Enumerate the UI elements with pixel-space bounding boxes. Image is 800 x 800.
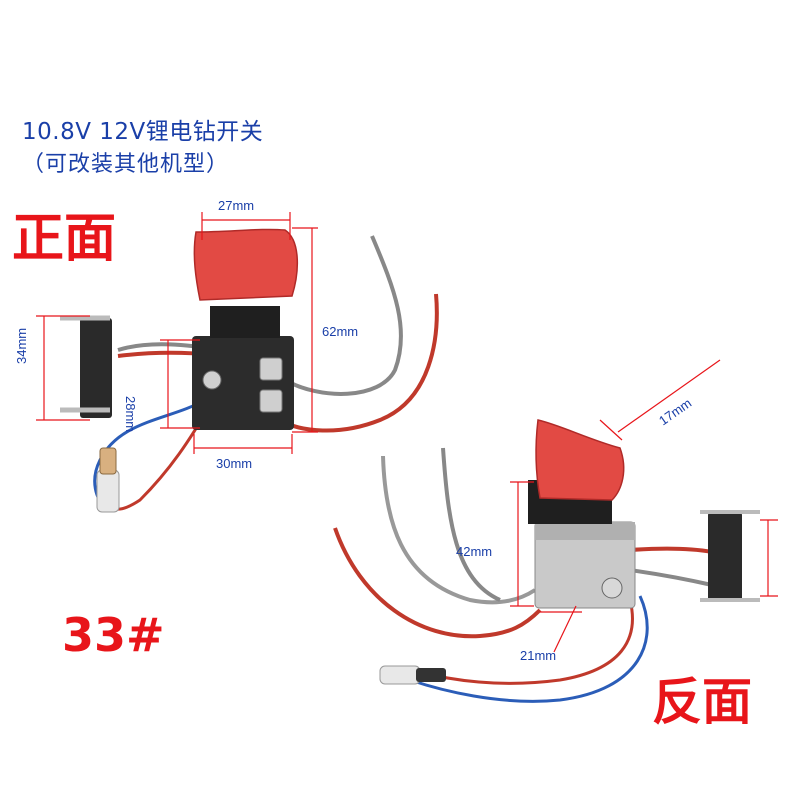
dimension-62mm: 62mm [322, 324, 359, 339]
dimension-21mm: 21mm [520, 648, 557, 663]
dimension-34mm: 34mm [14, 327, 29, 364]
back-trigger [535, 419, 625, 501]
front-trigger [193, 228, 299, 301]
front-view-label: 正面 [12, 208, 117, 269]
dimension-30mm: 30mm [216, 456, 253, 471]
front-switch [60, 228, 439, 513]
front-red-wire-right [278, 293, 439, 433]
dimension-27mm: 27mm [218, 198, 255, 213]
back-led-connector [416, 668, 446, 682]
dimension-lines [36, 212, 778, 653]
front-grey-wire [284, 235, 403, 396]
back-switch [333, 419, 760, 703]
back-blue-wire [409, 595, 649, 703]
dim-line-17 [617, 359, 721, 433]
back-grey-wire-right [629, 568, 713, 587]
back-view-label: 反面 [652, 672, 752, 731]
back-led [379, 665, 421, 685]
back-red-wire [333, 527, 542, 639]
back-screw [601, 577, 623, 599]
front-bracket [80, 318, 112, 418]
title-line-2: （可改装其他机型） [22, 152, 230, 177]
back-body-edge [535, 522, 635, 540]
model-number-label: 33# [62, 608, 165, 662]
back-red-wire-right [629, 546, 713, 554]
front-neck [210, 306, 280, 338]
front-screw [202, 370, 222, 390]
title-line-1: 10.8V 12V锂电钻开关 [22, 119, 264, 145]
dimension-28mm: 28mm [123, 396, 138, 433]
dimension-42mm: 42mm [456, 544, 493, 559]
back-grey-wire-2 [441, 447, 501, 602]
front-terminal-2 [259, 389, 283, 413]
back-bracket [708, 512, 742, 602]
front-terminal-1 [259, 357, 283, 381]
front-led [96, 469, 120, 513]
front-led-connector [99, 447, 117, 475]
back-grey-wire [381, 455, 537, 605]
back-red-small-wire [419, 599, 634, 685]
